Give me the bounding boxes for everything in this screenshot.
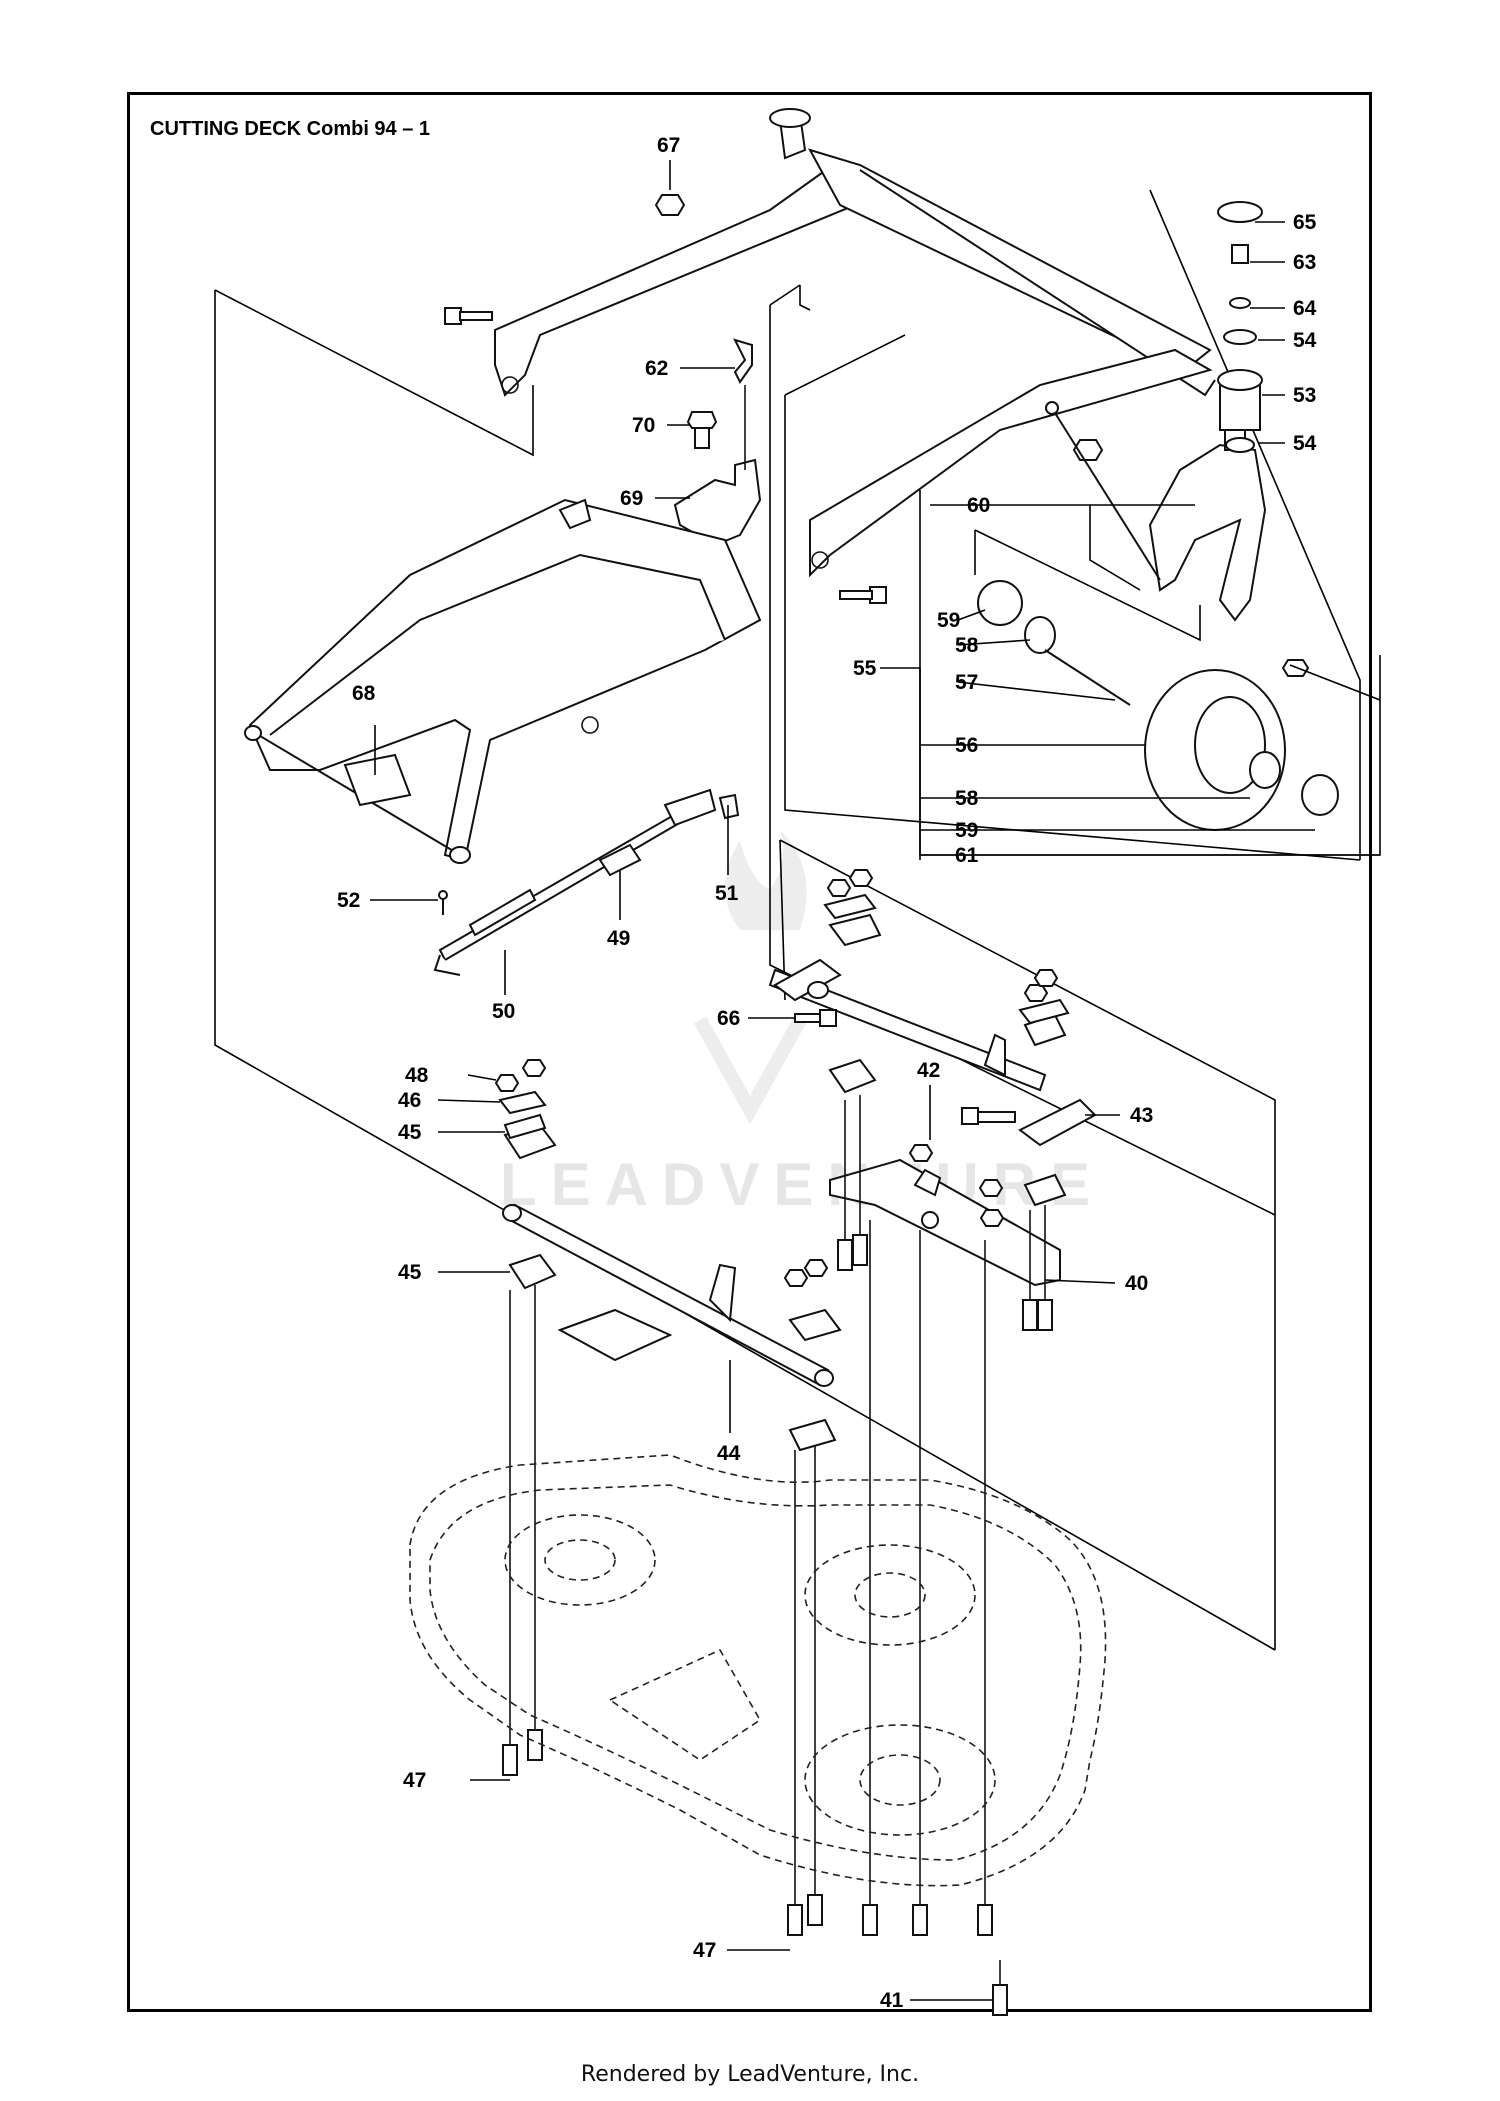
callout-56: 56 <box>955 734 978 757</box>
callout-54-upper: 54 <box>1293 329 1317 352</box>
callout-60: 60 <box>967 494 990 517</box>
bearing-block-right-a <box>828 913 882 1094</box>
callout-53: 53 <box>1293 384 1316 407</box>
callout-69: 69 <box>620 487 643 510</box>
callout-62: 62 <box>645 357 668 380</box>
callout-42: 42 <box>917 1059 940 1082</box>
callout-70: 70 <box>632 414 655 437</box>
bracket-69 <box>673 338 762 547</box>
callout-43: 43 <box>1130 1104 1153 1127</box>
callout-40: 40 <box>1125 1272 1148 1295</box>
callout-48: 48 <box>405 1064 429 1087</box>
callout-54-lower: 54 <box>1293 432 1317 455</box>
diagram-frame <box>127 92 1372 2012</box>
callout-47-right: 47 <box>693 1939 716 1962</box>
diagram-title: CUTTING DECK Combi 94 – 1 <box>150 118 431 140</box>
cutting-deck <box>409 1454 1107 1887</box>
vertical-bolts <box>502 1234 1053 2016</box>
callout-58-lower: 58 <box>955 787 979 810</box>
callout-58-upper: 58 <box>955 634 979 657</box>
callout-51: 51 <box>715 882 739 905</box>
callout-45-lower: 45 <box>398 1261 422 1284</box>
support-plate-40 <box>829 1158 1061 1287</box>
callout-labels: 67 65 63 64 54 53 54 62 70 69 60 59 58 5… <box>337 134 1317 2012</box>
callout-57: 57 <box>955 671 978 694</box>
callout-41: 41 <box>880 1989 904 2012</box>
nuts <box>494 869 1059 1287</box>
bearing-block-45-bottom <box>508 1253 557 1290</box>
callout-65: 65 <box>1293 211 1317 234</box>
callout-68: 68 <box>352 682 376 705</box>
callout-64: 64 <box>1293 297 1317 320</box>
callout-45-upper: 45 <box>398 1121 422 1144</box>
watermark-text: LEADVENTURE <box>500 1151 1104 1218</box>
callout-47-left: 47 <box>403 1769 426 1792</box>
callout-52: 52 <box>337 889 360 912</box>
lower-lift-arm <box>809 348 1213 578</box>
callout-50: 50 <box>492 1000 515 1023</box>
washers-46 <box>498 893 1070 1115</box>
bearing-block-front <box>788 1308 842 1452</box>
callout-67: 67 <box>657 134 680 157</box>
callout-61: 61 <box>955 844 979 867</box>
leader-lines <box>370 160 1380 2001</box>
callout-49: 49 <box>607 927 630 950</box>
callout-44: 44 <box>717 1442 741 1465</box>
nut-67 <box>654 194 686 216</box>
rear-axle-44 <box>502 1203 834 1387</box>
kingpin-53 <box>1217 201 1263 453</box>
watermark: LEADVENTURE <box>500 830 1104 1218</box>
group-outlines <box>214 189 1361 1651</box>
front-axle-43 <box>768 958 1097 1147</box>
bearing-block-45-top <box>503 1113 557 1160</box>
callout-55: 55 <box>853 657 877 680</box>
callout-46: 46 <box>398 1089 421 1112</box>
bolt-left-upper <box>444 307 493 325</box>
callout-59-upper: 59 <box>937 609 960 632</box>
wheel-56 <box>977 580 1339 831</box>
swing-frame-68 <box>244 498 762 864</box>
callout-66: 66 <box>717 1007 740 1030</box>
footer-credit: Rendered by LeadVenture, Inc. <box>580 2062 920 2087</box>
adjust-rod-49 <box>433 788 740 976</box>
bolt-left-lower <box>839 586 887 604</box>
upper-lift-arm <box>494 108 1216 397</box>
callout-63: 63 <box>1293 251 1316 274</box>
callout-59-lower: 59 <box>955 819 978 842</box>
